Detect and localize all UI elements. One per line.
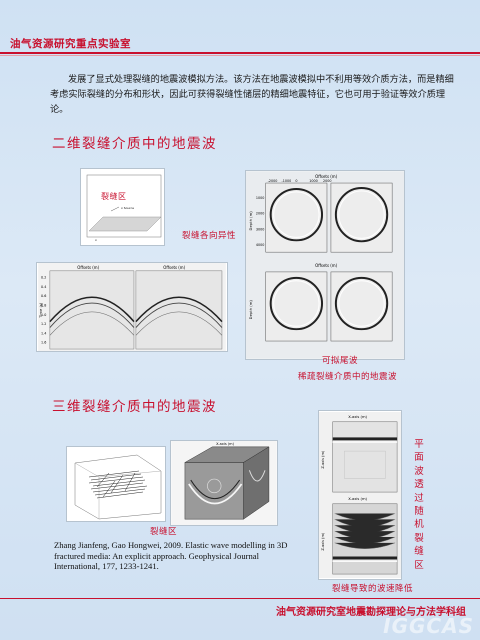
snapshot-bottom-right [330, 271, 393, 342]
snapshot-offset-tick-label: 0 [295, 179, 297, 183]
snapshot-depth-tick-label: 3000 [256, 227, 265, 231]
snapshot-offset-tick-label: -2000 [268, 179, 278, 183]
gather-time-tick-label: 0.4 [41, 285, 46, 289]
gather-time-tick-label: 0.8 [41, 304, 46, 308]
iggcas-watermark: IGGCAS [383, 614, 474, 638]
gather-time-ticks: 0.2 0.4 0.6 0.8 1.0 1.2 1.4 1.6 [41, 276, 46, 345]
scattered-waves-label: 可拟尾波 [322, 356, 359, 366]
snapshot-depth-label-top: Depth (m) [249, 211, 253, 231]
snapshot-bottom-left [265, 271, 328, 342]
gather-time-label: Time (s) [39, 302, 43, 319]
header-divider-thin [0, 55, 480, 56]
anisotropy-label: 裂缝各向异性 [182, 231, 237, 241]
fracture-cloud-plot [74, 454, 162, 520]
intro-paragraph: 发展了显式处理裂缝的地震波模拟方法。该方法在地震波模拟中不利用等效介质方法，而是… [50, 74, 454, 115]
gather-offsets-title-right: Offsets (m) [163, 265, 185, 270]
footer-divider [0, 598, 480, 599]
gather-time-tick-label: 1.6 [41, 341, 46, 345]
snapshot-top-right [330, 182, 393, 253]
snapshot-depth-label-bottom: Depth (m) [249, 300, 253, 320]
snapshot-depth-tick-label: 1000 [256, 196, 265, 200]
gather-time-tick-label: 1.0 [41, 313, 46, 317]
snapshot-offsets-title-top: Offsets (m) [315, 174, 338, 179]
snapshot-offset-tick-label: -1000 [282, 179, 292, 183]
svg-text:x: x [95, 238, 97, 242]
cube-x-axis-label: X-axis (m) [216, 442, 234, 446]
snapshot-depth-ticks: 1000 2000 3000 4000 [256, 196, 265, 247]
gather-offsets-title-left: Offsets (m) [77, 265, 99, 270]
snapshot-depth-tick-label: 4000 [256, 243, 265, 247]
plane-z-axis-label-top: Z-axis (m) [321, 450, 325, 468]
section-title-2d: 二维裂缝介质中的地震波 [52, 136, 217, 152]
header-divider [0, 52, 480, 54]
gather-time-tick-label: 1.2 [41, 322, 46, 326]
snapshot-top-left [265, 182, 328, 253]
seismic-gathers: Offsets (m) Offsets (m) Time (s) 0.20.40… [36, 262, 228, 352]
snapshot-offset-tick-label: 2000 [323, 179, 332, 183]
group-title: 油气资源研究室地震勘探理论与方法学科组 [276, 607, 466, 618]
plane-z-axis-label-bottom: Z-axis (m) [321, 532, 325, 550]
fracture-zone-label: 裂缝区 [101, 192, 127, 201]
plane-wave-sections: X-axis (m) Z-axis (m) X-axis (m) Z-axis … [318, 410, 402, 580]
fracture-model-2d: x Source x 裂缝区 [80, 168, 165, 246]
lab-title: 油气资源研究重点实验室 [10, 38, 131, 50]
fracture-zone-3d-label: 裂缝区 [150, 527, 178, 537]
gather-time-tick-label: 0.2 [41, 276, 46, 280]
fracture-model-2d-plot: x Source x [86, 174, 162, 242]
section-title-3d: 三维裂缝介质中的地震波 [52, 399, 217, 415]
plane-wave-note: 平面波透过随机裂缝区 [414, 439, 424, 571]
snapshot-offset-tick-label: 1000 [309, 179, 318, 183]
wavefront-snapshots: Offsets (m) Offsets (m) Depth (m) Depth … [245, 170, 405, 360]
fracture-cloud-3d [66, 446, 166, 522]
plane-x-axis-label: X-axis (m) [348, 415, 367, 419]
velocity-drop-label: 裂缝导致的波速降低 [332, 584, 414, 594]
gather-time-tick-label: 1.4 [41, 331, 46, 335]
snapshot-offsets-title-bottom: Offsets (m) [315, 263, 338, 268]
gather-time-tick-label: 0.6 [41, 294, 46, 298]
svg-text:x Source: x Source [121, 206, 134, 210]
plane-x-axis-label-bottom: X-axis (m) [348, 497, 367, 501]
wavefield-cube-3d: X-axis (m) [170, 440, 278, 526]
snapshot-depth-tick-label: 2000 [256, 212, 265, 216]
sparse-fracture-label: 稀疏裂缝介质中的地震波 [298, 372, 398, 382]
reference-citation: Zhang Jianfeng, Gao Hongwei, 2009. Elast… [54, 540, 288, 571]
